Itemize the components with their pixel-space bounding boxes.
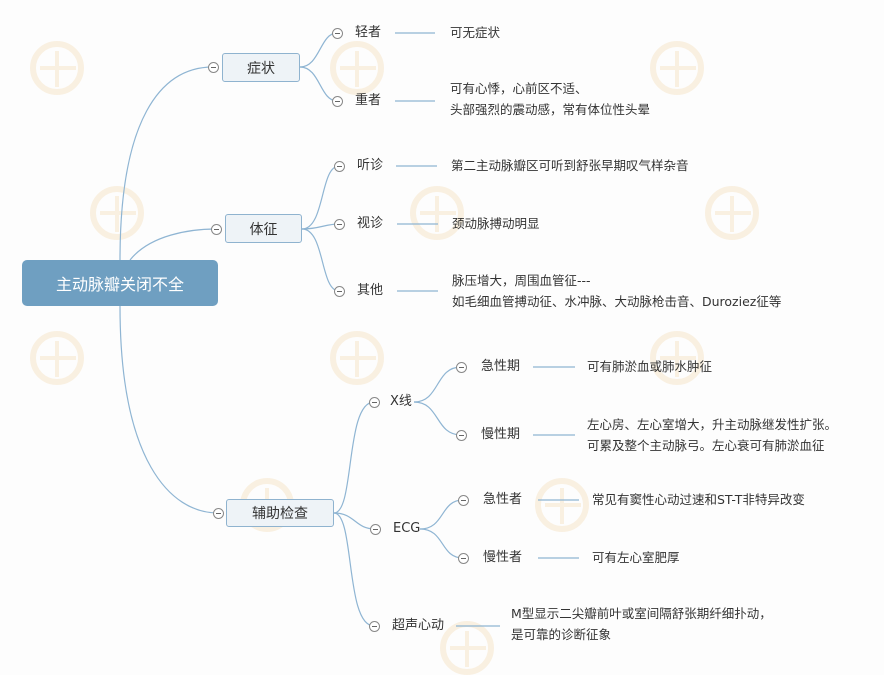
leaf-text: 第二主动脉瓣区可听到舒张早期叹气样杂音 [451,158,689,173]
node-ecg[interactable]: ECG [393,521,421,536]
node-chronic-phase[interactable]: 慢性期 [481,427,521,442]
collapse-icon[interactable] [456,430,467,441]
root-node[interactable]: 主动脉瓣关闭不全 [22,260,218,306]
leaf-text: 左心房、左心室增大，升主动脉继发性扩张。可累及整个主动脉弓。左心衰可有肺淤血征 [587,414,837,456]
collapse-icon[interactable] [332,96,343,107]
node-auscultation[interactable]: 听诊 [357,158,384,173]
node-xray[interactable]: X线 [390,394,412,409]
leaf-text: 可有心悸，心前区不适、头部强烈的震动感，常有体位性头晕 [450,78,650,120]
node-echocardiography[interactable]: 超声心动 [392,618,445,633]
leaf-line: 头部强烈的震动感，常有体位性头晕 [450,102,651,117]
leaf-text: 颈动脉搏动明显 [452,216,540,231]
leaf-line: 是可靠的诊断征象 [511,627,612,642]
node-signs[interactable]: 体征 [225,214,302,243]
node-other[interactable]: 其他 [357,283,384,298]
leaf-line: 可累及整个主动脉弓。左心衰可有肺淤血征 [587,438,825,453]
leaf-text: 脉压增大，周围血管征--- 如毛细血管搏动征、水冲脉、大动脉枪击音、Durozie… [452,270,781,312]
collapse-icon[interactable] [332,28,343,39]
collapse-icon[interactable] [458,495,469,506]
collapse-icon[interactable] [208,62,219,73]
node-inspection[interactable]: 视诊 [357,216,384,231]
collapse-icon[interactable] [334,219,345,230]
collapse-icon[interactable] [456,362,467,373]
node-chronic-case[interactable]: 慢性者 [483,550,523,565]
node-severe[interactable]: 重者 [355,93,382,108]
leaf-line: M型显示二尖瓣前叶或室间隔舒张期纤细扑动， [511,606,772,621]
node-symptoms[interactable]: 症状 [222,53,300,82]
collapse-icon[interactable] [370,524,381,535]
collapse-icon[interactable] [211,224,222,235]
collapse-icon[interactable] [334,161,345,172]
leaf-text: 可无症状 [450,25,501,40]
leaf-line: 左心房、左心室增大，升主动脉继发性扩张。 [587,417,838,432]
leaf-line: 如毛细血管搏动征、水冲脉、大动脉枪击音、Duroziez征等 [452,294,782,309]
node-acute-phase[interactable]: 急性期 [481,359,521,374]
collapse-icon[interactable] [369,621,380,632]
node-acute-case[interactable]: 急性者 [483,492,523,507]
collapse-icon[interactable] [458,553,469,564]
collapse-icon[interactable] [213,508,224,519]
leaf-text: 常见有窦性心动过速和ST-T非特异改变 [592,492,805,507]
leaf-line: 可有心悸，心前区不适、 [450,81,588,96]
collapse-icon[interactable] [369,397,380,408]
collapse-icon[interactable] [334,286,345,297]
leaf-text: M型显示二尖瓣前叶或室间隔舒张期纤细扑动， 是可靠的诊断征象 [511,603,772,645]
node-mild[interactable]: 轻者 [355,25,382,40]
leaf-text: 可有肺淤血或肺水肿征 [587,359,713,374]
leaf-line: 脉压增大，周围血管征--- [452,273,591,288]
node-auxiliary-exams[interactable]: 辅助检查 [226,499,334,527]
leaf-text: 可有左心室肥厚 [592,550,680,565]
